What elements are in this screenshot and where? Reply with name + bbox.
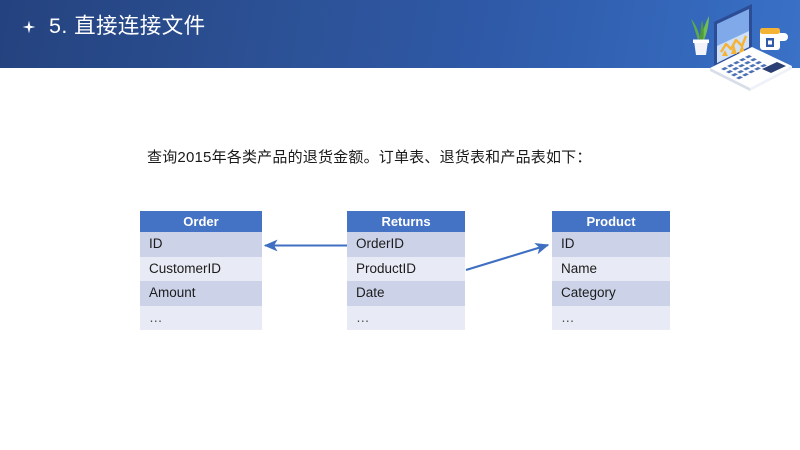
slide-header-band: 5. 直接连接文件 <box>0 0 800 91</box>
header-title-row: 5. 直接连接文件 <box>22 14 206 38</box>
er-field-product-category: Category <box>552 281 670 306</box>
er-field-order-id: ID <box>140 232 262 257</box>
relation-returns-productid-to-product-id <box>465 243 550 272</box>
er-table-order: Order ID CustomerID Amount … <box>140 211 262 330</box>
page-title: 5. 直接连接文件 <box>49 14 206 38</box>
laptop-illustration-icon <box>676 0 800 96</box>
four-point-star-icon <box>22 20 36 34</box>
er-table-returns: Returns OrderID ProductID Date … <box>347 211 465 330</box>
er-table-returns-header: Returns <box>347 211 465 232</box>
er-field-order-amount: Amount <box>140 281 262 306</box>
er-field-returns-date: Date <box>347 281 465 306</box>
er-table-product: Product ID Name Category … <box>552 211 670 330</box>
er-field-product-name: Name <box>552 256 670 281</box>
er-field-returns-more: … <box>347 305 465 330</box>
er-table-product-header: Product <box>552 211 670 232</box>
er-field-order-more: … <box>140 305 262 330</box>
er-field-product-more: … <box>552 305 670 330</box>
er-field-returns-productid: ProductID <box>347 256 465 281</box>
er-field-product-id: ID <box>552 232 670 257</box>
question-description: 查询2015年各类产品的退货金额。订单表、退货表和产品表如下： <box>147 149 592 166</box>
er-field-returns-orderid: OrderID <box>347 232 465 257</box>
er-table-order-header: Order <box>140 211 262 232</box>
er-field-order-customerid: CustomerID <box>140 256 262 281</box>
